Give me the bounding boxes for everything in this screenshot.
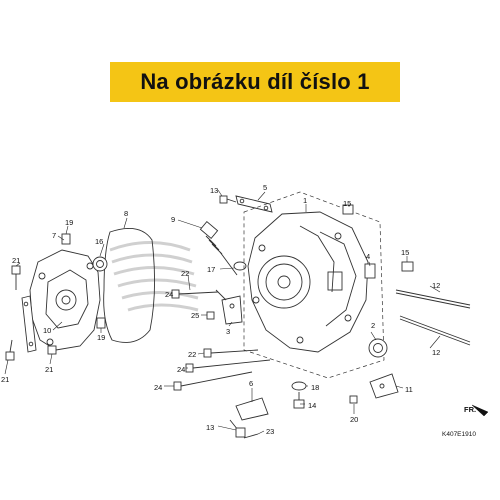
callout-8: 8 (124, 209, 128, 218)
callout-18: 18 (311, 383, 319, 392)
callout-16: 16 (95, 237, 103, 246)
callout-2: 2 (371, 321, 375, 330)
callout-24-lower: 24 (177, 365, 185, 374)
callout-10: 10 (43, 326, 51, 335)
o-ring-17 (233, 261, 247, 271)
bolt-21-bottom (47, 345, 57, 355)
bolt-24-upper (215, 289, 227, 301)
gasket-8 (103, 227, 156, 343)
callout-1: 1 (303, 196, 307, 205)
bolt-24-middle (173, 371, 253, 391)
banner-text: Na obrázku díl číslo 1 (140, 69, 370, 94)
callout-17: 17 (207, 265, 215, 274)
crankcase-part-1 (247, 211, 369, 353)
callout-7: 7 (52, 231, 56, 240)
bushing-4 (364, 263, 376, 279)
callout-6: 6 (249, 379, 253, 388)
bolt-21-left-top (11, 265, 21, 290)
callout-15-right: 15 (401, 248, 409, 257)
callout-22-lower: 22 (188, 350, 196, 359)
dipstick-9 (199, 221, 238, 276)
bolt-25 (206, 311, 215, 320)
callout-21-left-bottom: 21 (1, 375, 9, 384)
leader-lines (4, 189, 441, 435)
callout-12-upper: 12 (432, 281, 440, 290)
stud-bolt-12-upper (395, 289, 471, 309)
washer-18 (291, 381, 307, 391)
bearing-2 (368, 338, 388, 358)
callout-24-upper: 24 (165, 290, 173, 299)
oil-seal-16 (92, 256, 108, 272)
bracket-11 (369, 373, 399, 399)
callout-19-lower: 19 (97, 333, 105, 342)
bolt-20 (349, 395, 358, 404)
dowel-pin-19-lower (96, 317, 106, 329)
callout-5: 5 (263, 183, 267, 192)
callout-labels: 1 2 3 4 5 6 7 8 9 10 11 12 12 13 13 14 1… (1, 183, 440, 436)
diagram-code: K407E1910 (442, 431, 476, 438)
dowel-pin-19-upper (61, 233, 71, 245)
callout-25: 25 (191, 311, 199, 320)
callout-21-bottom: 21 (45, 365, 53, 374)
callout-21-left-top: 21 (12, 256, 20, 265)
callout-9: 9 (171, 215, 175, 224)
callout-14: 14 (308, 401, 316, 410)
plate-5 (235, 195, 273, 213)
callout-3: 3 (226, 327, 230, 336)
bolt-13-bottom (229, 419, 246, 438)
callout-12-lower: 12 (432, 348, 440, 357)
callout-13-bottom: 13 (206, 423, 214, 432)
callout-22-upper: 22 (181, 269, 189, 278)
bolt-22-lower (203, 348, 259, 358)
front-direction-arrow: FR. (464, 404, 489, 417)
bracket-3 (221, 295, 243, 325)
highlight-banner: Na obrázku díl číslo 1 (110, 62, 400, 102)
callout-19-upper: 19 (65, 218, 73, 227)
bracket-10 (21, 295, 37, 353)
bolt-22-upper (171, 289, 219, 299)
bolt-23 (243, 433, 259, 439)
callout-20: 20 (350, 415, 358, 424)
callout-24-middle: 24 (154, 383, 162, 392)
group-frame (243, 191, 385, 379)
left-cover-assembly (29, 249, 101, 351)
callout-23: 23 (266, 427, 274, 436)
bolt-13-top (219, 195, 237, 204)
bolt-21-left-bottom (5, 339, 15, 361)
callout-13-top: 13 (210, 186, 218, 195)
dowel-pin-15-right (401, 261, 414, 272)
direction-label: FR. (464, 405, 476, 414)
callout-4: 4 (366, 252, 370, 261)
callout-15-upper: 15 (343, 199, 351, 208)
drain-bolt-14 (293, 392, 305, 409)
callout-11: 11 (405, 385, 413, 394)
bracket-6 (235, 397, 269, 421)
dowel-pin-15-upper (342, 204, 354, 215)
stud-bolt-12-lower (399, 315, 471, 346)
bolt-24-lower (185, 359, 271, 373)
